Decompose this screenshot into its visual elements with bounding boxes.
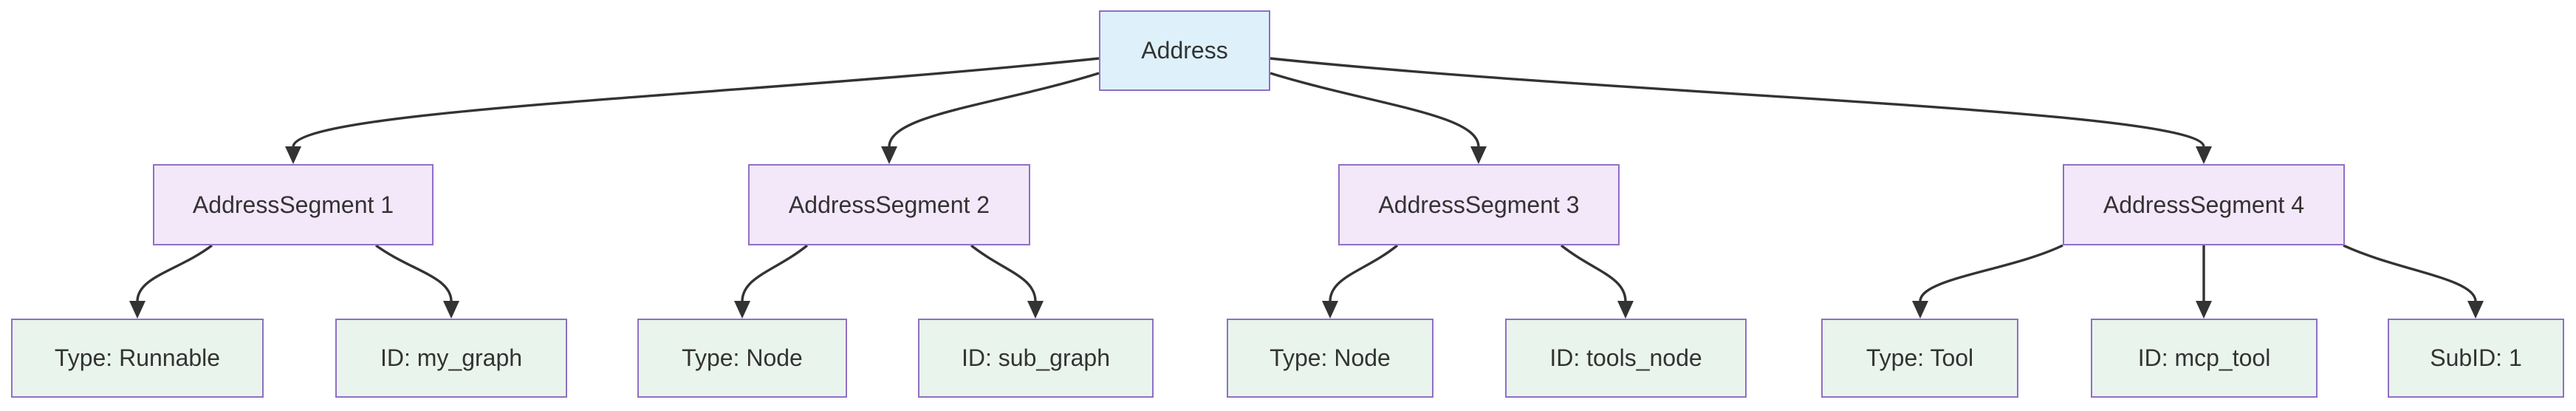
node-address-segment-1: AddressSegment 1: [153, 164, 434, 245]
edge-segment4-type: [1919, 244, 2063, 302]
edge-address-segment3: [1270, 72, 1480, 147]
edge-segment3-type: [1329, 244, 1399, 302]
arrowhead-segment2-type: [734, 301, 750, 319]
node-segment2-id: ID: sub_graph: [918, 319, 1154, 398]
node-address-segment-2: AddressSegment 2: [748, 164, 1030, 245]
arrowhead-segment4-id: [2196, 301, 2212, 319]
node-segment3-id: ID: tools_node: [1505, 319, 1747, 398]
node-address-segment-3: AddressSegment 3: [1338, 164, 1620, 245]
arrowhead-segment1: [285, 146, 301, 164]
edge-segment4-subid: [2343, 244, 2477, 302]
arrowhead-segment3-type: [1322, 301, 1338, 319]
edge-segment1-type: [136, 244, 213, 302]
node-address: Address: [1099, 10, 1270, 91]
arrowhead-segment2: [881, 146, 897, 164]
arrowhead-segment4: [2196, 146, 2212, 164]
node-segment3-type: Type: Node: [1227, 319, 1433, 398]
node-segment2-type: Type: Node: [637, 319, 847, 398]
edge-address-segment1: [292, 57, 1100, 147]
arrowhead-segment3-id: [1617, 301, 1634, 319]
edge-segment2-id: [970, 244, 1037, 302]
arrowhead-segment3: [1470, 146, 1487, 164]
node-segment1-type: Type: Runnable: [11, 319, 264, 398]
edge-address-segment4: [1270, 57, 2205, 147]
edge-segment2-type: [741, 244, 809, 302]
node-segment4-subid: SubID: 1: [2388, 319, 2564, 398]
node-address-segment-4: AddressSegment 4: [2063, 164, 2345, 245]
node-segment4-id: ID: mcp_tool: [2091, 319, 2318, 398]
node-segment1-id: ID: my_graph: [335, 319, 567, 398]
arrowhead-segment1-id: [443, 301, 459, 319]
edge-segment3-id: [1560, 244, 1627, 302]
edge-segment1-id: [375, 244, 453, 302]
node-segment4-type: Type: Tool: [1821, 319, 2018, 398]
arrowhead-segment4-type: [1912, 301, 1928, 319]
arrowhead-segment4-subid: [2467, 301, 2484, 319]
arrowhead-segment2-id: [1027, 301, 1044, 319]
arrowhead-segment1-type: [129, 301, 145, 319]
edge-address-segment2: [888, 72, 1100, 147]
